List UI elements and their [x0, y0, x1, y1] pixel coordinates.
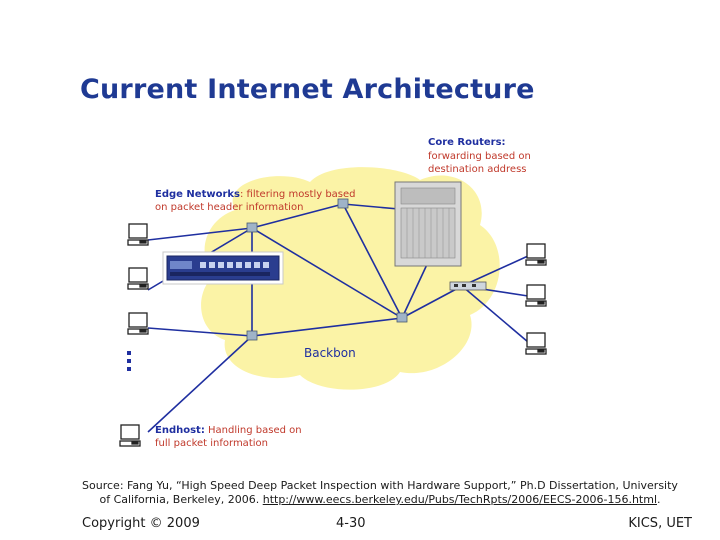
router-nodes	[246, 198, 408, 341]
network-links	[147, 203, 529, 433]
link	[147, 327, 253, 337]
source-end: .	[657, 493, 661, 506]
core-label-line1: forwarding based on	[428, 151, 531, 162]
link	[461, 255, 529, 287]
edge-label-line1: : filtering mostly based	[240, 189, 356, 200]
computer-icon	[127, 267, 149, 290]
link	[147, 227, 253, 241]
footer-copyright: Copyright © 2009	[82, 516, 200, 531]
link	[251, 203, 344, 229]
source-link[interactable]: http://www.eecs.berkeley.edu/Pubs/TechRp…	[262, 493, 657, 506]
slide-title: Current Internet Architecture	[80, 74, 535, 105]
computer-icon	[525, 284, 547, 307]
computer-icon	[127, 223, 149, 246]
computer-icon	[525, 243, 547, 266]
edge-label-line2: on packet header information	[155, 202, 303, 213]
footer-organization: KICS, UET	[628, 516, 692, 531]
link	[401, 257, 431, 319]
endhost-computers-right	[525, 243, 547, 355]
router-node-icon	[246, 222, 258, 233]
endhost-computers-left	[119, 223, 149, 447]
core-label-line2: destination address	[428, 164, 527, 175]
link	[342, 203, 403, 319]
switch-icon	[449, 281, 487, 291]
edge-appliance-icon	[162, 251, 284, 285]
core-routers-label: Core Routers: forwarding based on destin…	[428, 137, 531, 175]
edge-networks-label: Edge Networks: filtering mostly based on…	[155, 189, 356, 213]
core-label-title: Core Routers:	[428, 137, 506, 148]
endhost-label-line1: Handling based on	[205, 425, 302, 436]
edge-label-title: Edge Networks	[155, 189, 240, 200]
computer-icon	[119, 424, 141, 447]
computer-icon	[525, 332, 547, 355]
source-text: Source: Fang Yu, “High Speed Deep Packet…	[82, 479, 678, 506]
ellipsis-dots	[127, 351, 131, 371]
endhost-label-title: Endhost:	[155, 425, 205, 436]
link	[401, 285, 463, 319]
backbone-label: Backbon	[304, 346, 356, 360]
router-node-icon	[396, 312, 408, 323]
source-citation: Source: Fang Yu, “High Speed Deep Packet…	[80, 479, 680, 507]
computer-icon	[127, 312, 149, 335]
footer-page-number: 4-30	[336, 516, 366, 531]
endhost-label: Endhost: Handling based on full packet i…	[155, 425, 302, 449]
link	[251, 317, 403, 337]
svg-text:Edge Networks: filtering mostl: Edge Networks: filtering mostly based	[155, 189, 356, 200]
link	[147, 335, 253, 433]
link	[461, 285, 529, 343]
svg-text:Endhost: Handling based on: Endhost: Handling based on	[155, 425, 302, 436]
link	[251, 227, 403, 319]
endhost-label-line2: full packet information	[155, 438, 268, 449]
router-node-icon	[246, 330, 258, 341]
router-node-icon	[337, 198, 349, 209]
core-router-icon	[394, 181, 462, 267]
